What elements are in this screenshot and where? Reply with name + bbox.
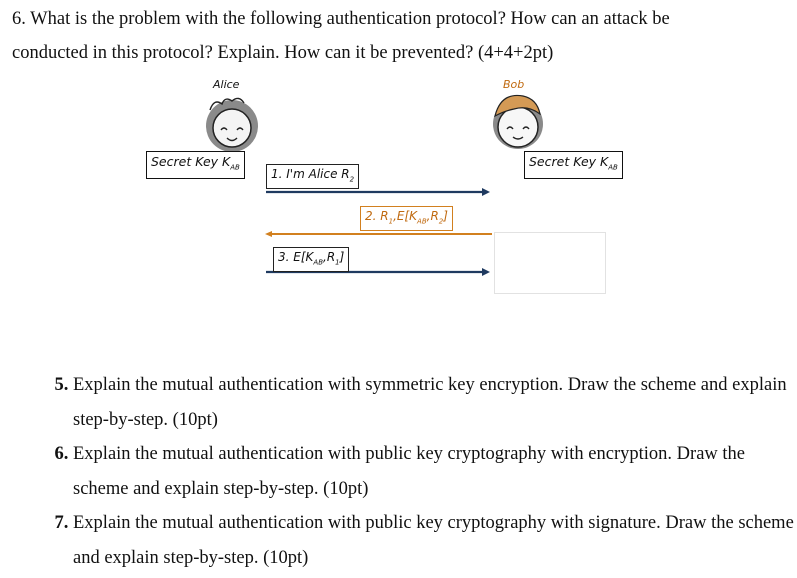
question-7: Explain the mutual authentication with p… xyxy=(73,506,797,575)
question-6-line-2: conducted in this protocol? Explain. How… xyxy=(12,43,554,63)
question-6-public-key-encryption: Explain the mutual authentication with p… xyxy=(73,437,797,506)
alice-avatar-icon xyxy=(206,97,258,152)
message-1: 1. I'm Alice R2 xyxy=(266,164,360,190)
question-list: Explain the mutual authentication with s… xyxy=(33,368,797,575)
bob-secret-key: Secret Key KAB xyxy=(524,151,623,179)
arrow-2 xyxy=(265,231,492,237)
question-6: 6. What is the problem with the followin… xyxy=(12,2,792,70)
question-5: Explain the mutual authentication with s… xyxy=(73,368,797,437)
message-2: 2. R1,E[KAB,R2] xyxy=(360,206,453,232)
question-6-line-1: 6. What is the problem with the followin… xyxy=(12,9,670,29)
alice-secret-key: Secret Key KAB xyxy=(146,151,245,179)
bob-label: Bob xyxy=(503,78,525,91)
message-3: 3. E[KAB,R1] xyxy=(273,247,350,273)
alice-label: Alice xyxy=(213,78,240,91)
bob-avatar-icon xyxy=(493,94,543,149)
blank-frame xyxy=(494,232,606,294)
arrow-1 xyxy=(266,188,490,196)
protocol-diagram xyxy=(206,94,543,276)
